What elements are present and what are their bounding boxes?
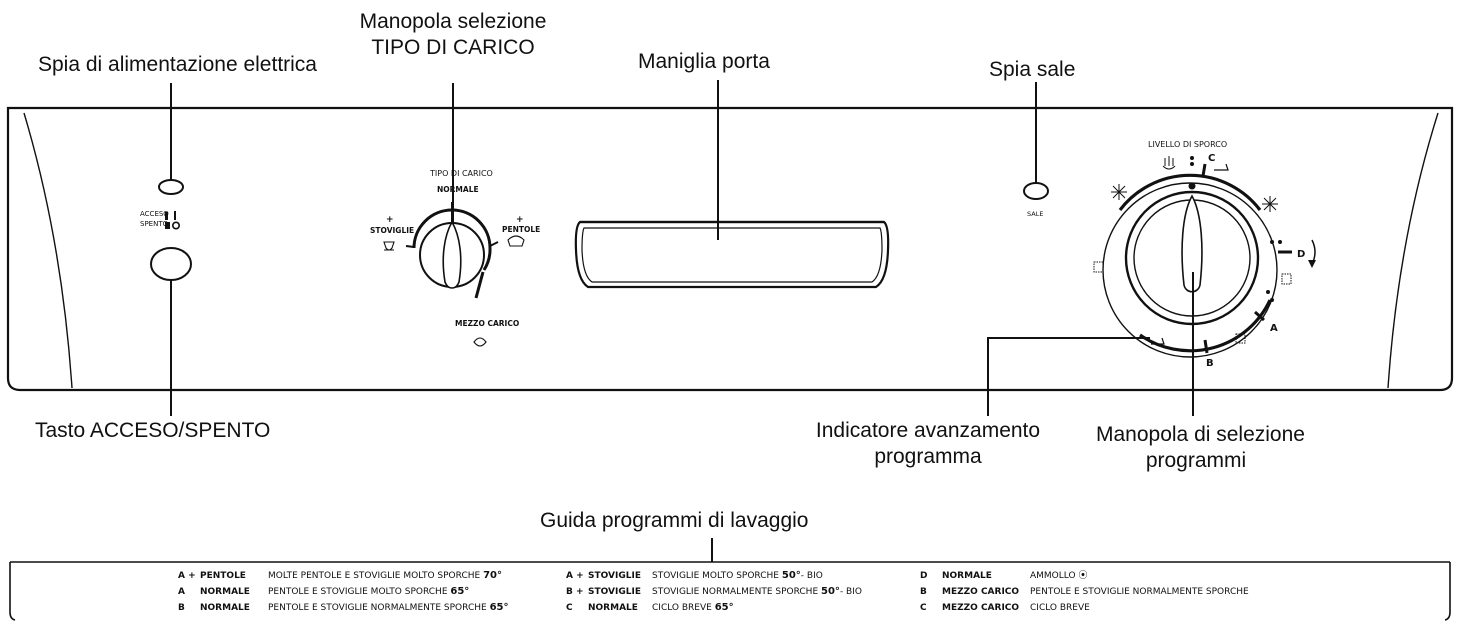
half-load-icon (473, 337, 487, 347)
callout-program-knob-line2: programmi (1145, 449, 1247, 472)
program-guide-frame (9, 561, 1451, 621)
soak-icon: ⦿ (1078, 571, 1088, 581)
stoviglie-label: STOVIGLIE (370, 226, 414, 235)
program-progress-arc (1118, 173, 1262, 211)
load-type-knob (405, 202, 499, 299)
sale-label: SALE (1027, 210, 1043, 218)
program-knob (1093, 156, 1316, 358)
dot-top-2 (1190, 162, 1194, 166)
dot-top-1 (1190, 156, 1194, 160)
callout-onoff-button: Tasto ACCESO/SPENTO (35, 419, 271, 442)
on-symbol (165, 212, 168, 220)
program-knob-marker (1188, 182, 1196, 190)
callout-load-knob: Manopola selezione TIPO DI CARICO (353, 9, 553, 61)
hands-icon (1162, 156, 1176, 170)
panel-left-curve (23, 112, 73, 389)
glass-icon-bottom (1151, 337, 1165, 345)
dot-lower-2 (1270, 298, 1274, 302)
acceso-label: ACCESO (140, 210, 169, 218)
mezzo-carico-label: MEZZO CARICO (455, 319, 519, 328)
spento-label: SPENTO (140, 220, 169, 228)
load-knob-grip (442, 220, 462, 289)
leader-progress-indicator (987, 337, 1150, 416)
pot-icon (507, 235, 525, 247)
callout-load-knob-line1: Manopola selezione (359, 10, 547, 33)
program-d-label: D (1297, 249, 1305, 260)
load-knob-tick-bottom (474, 271, 485, 299)
plus-right-label: + (516, 215, 524, 225)
control-panel-outline (6, 106, 1454, 392)
pot-icon-right (1281, 273, 1292, 285)
tipo-di-carico-label: TIPO DI CARICO (429, 169, 493, 178)
load-knob-arc (412, 208, 492, 271)
sun-icon-right (1262, 196, 1278, 212)
livello-di-sporco-label: LIVELLO DI SPORCO (1148, 140, 1227, 149)
glass-icon-top (1214, 163, 1229, 171)
dot-lower-1 (1266, 290, 1270, 294)
callout-power-light: Spia di alimentazione elettrica (38, 53, 317, 76)
door-handle-shape (574, 220, 890, 289)
callout-guide-title: Guida programmi di lavaggio (540, 509, 809, 532)
callout-progress-line2: programma (874, 445, 982, 468)
program-knob-outer-ring (1102, 182, 1278, 358)
power-light (158, 179, 184, 195)
callout-progress-line1: Indicatore avanzamento (815, 419, 1041, 442)
callout-program-knob: Manopola di selezione programmi (1096, 422, 1305, 474)
normale-label: NORMALE (437, 185, 479, 194)
load-knob-tick-left (405, 245, 415, 248)
glasses-icon (383, 241, 395, 251)
tick-a (1254, 310, 1265, 322)
pot-icon-bottom (1235, 333, 1246, 344)
callout-progress-indicator: Indicatore avanzamento programma (808, 418, 1048, 470)
callout-program-knob-line1: Manopola di selezione (1096, 423, 1305, 446)
plus-left-label: + (386, 215, 394, 225)
callout-door-handle: Maniglia porta (638, 50, 770, 73)
tick-b (1203, 339, 1209, 354)
pot-icon-left (1093, 261, 1104, 273)
load-knob-tick-right (489, 241, 499, 247)
panel-right-curve (1387, 112, 1439, 389)
sun-icon-left (1111, 184, 1127, 200)
salt-light (1023, 182, 1049, 200)
program-a-label: A (1270, 323, 1278, 334)
off-symbol (165, 222, 170, 229)
tick-c (1201, 163, 1207, 177)
program-b-label: B (1206, 358, 1214, 369)
dot-right-2 (1278, 240, 1282, 244)
pentole-label: PENTOLE (502, 225, 540, 234)
callout-load-knob-line2: TIPO DI CARICO (371, 36, 535, 59)
callout-salt-light: Spia sale (989, 58, 1076, 81)
onoff-button-shape (150, 247, 192, 281)
dot-right-1 (1270, 240, 1274, 244)
program-c-label: C (1208, 153, 1215, 164)
on-symbol-bar (174, 211, 176, 220)
off-circle-symbol (172, 221, 181, 230)
